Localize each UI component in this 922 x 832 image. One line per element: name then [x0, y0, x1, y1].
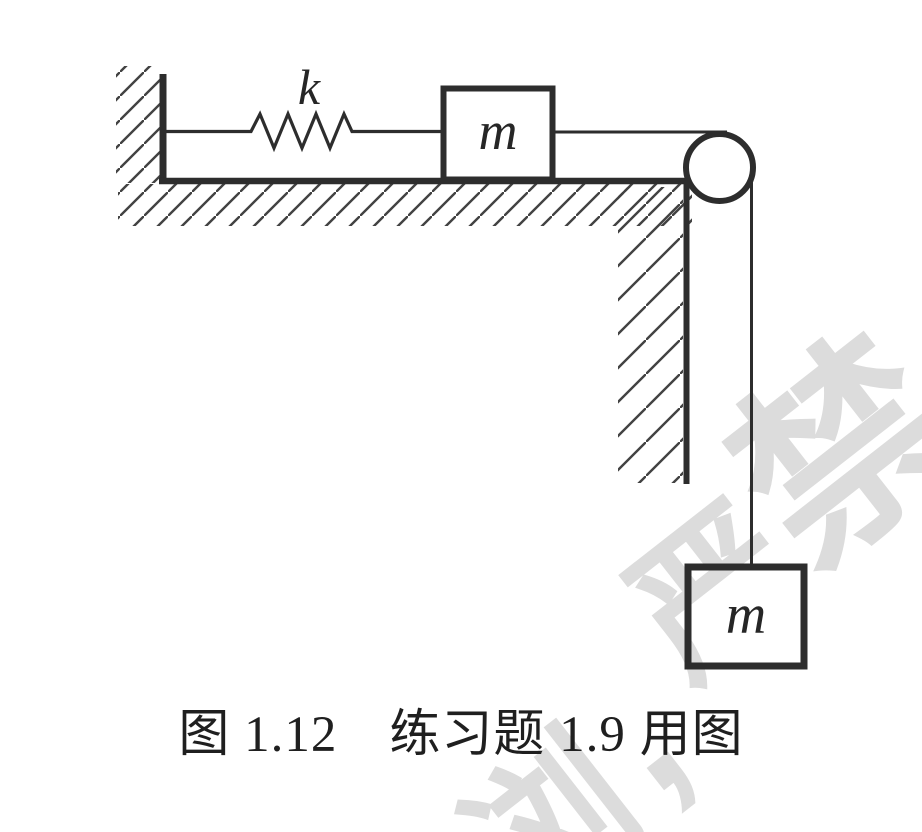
wall-hatching [116, 66, 160, 183]
table-edge-hatching [618, 187, 683, 483]
spring-constant-label: k [298, 59, 321, 115]
pulley [683, 131, 756, 204]
hanging-mass-block [684, 563, 808, 670]
table-mass-label: m [479, 101, 518, 161]
spring [166, 109, 443, 153]
mass-block-on-table [440, 85, 556, 183]
table-underside-hatching [118, 184, 692, 226]
figure-caption: 图 1.12 练习题 1.9 用图 [178, 707, 744, 763]
hanging-mass-label: m [726, 584, 766, 646]
